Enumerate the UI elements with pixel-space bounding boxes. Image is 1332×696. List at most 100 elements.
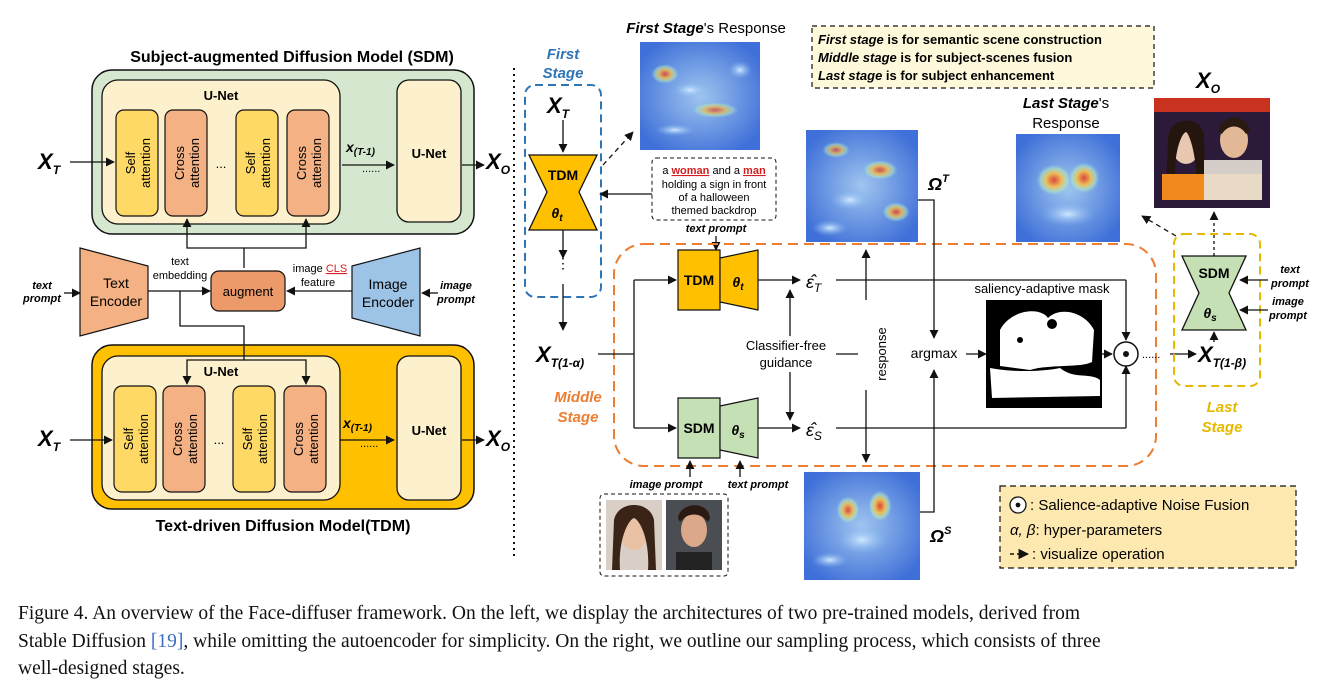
image-cls-feature-label: image CLS feature <box>293 263 347 289</box>
svg-text:Encoder: Encoder <box>90 293 142 309</box>
first-stage-text-prompt: a woman and a man holding a sign in fron… <box>651 157 777 221</box>
classifier-free-guidance: Classifier-free guidance <box>746 338 826 370</box>
svg-text:XT: XT <box>545 93 571 121</box>
first-stage-response-title: First Stage's Response <box>626 20 786 37</box>
svg-text:text: text <box>1280 264 1301 276</box>
svg-text:Middle: Middle <box>554 389 602 406</box>
svg-text:Classifier-free: Classifier-free <box>746 338 826 353</box>
svg-text:First: First <box>547 46 581 63</box>
last-stage-title: Last Stage <box>1202 399 1243 436</box>
svg-text:attention: attention <box>185 414 200 464</box>
svg-text:XT(1-β): XT(1-β) <box>1196 342 1246 370</box>
augment-box: augment <box>210 270 286 312</box>
svg-text:guidance: guidance <box>760 355 813 370</box>
svg-text:attention: attention <box>136 414 151 464</box>
tdm-output-x: XO <box>484 426 511 454</box>
middle-dots: ...... <box>1142 349 1160 361</box>
tdm-self-attention-1: Self attention <box>113 385 157 493</box>
sdm-cross-attention-2: Cross attention <box>286 109 330 217</box>
svg-text:First stage is for semantic sc: First stage is for semantic scene constr… <box>818 32 1102 47</box>
svg-text:Encoder: Encoder <box>362 294 414 310</box>
svg-text:ε̂T: ε̂T <box>806 272 823 295</box>
sdm-cross-attention-1: Cross attention <box>164 109 208 217</box>
svg-text:Last: Last <box>1207 399 1239 416</box>
text-encoder: Text Encoder <box>79 247 149 337</box>
first-stage-heatmap <box>640 42 760 150</box>
tdm-ellipsis: ... <box>214 432 225 447</box>
svg-text:Last stage is for subject enha: Last stage is for subject enhancement <box>818 68 1055 83</box>
svg-text:Cross: Cross <box>172 146 187 180</box>
saliency-mask <box>986 300 1102 408</box>
tdm-unet-inner <box>101 355 341 501</box>
svg-text:a woman and a man: a woman and a man <box>662 165 766 177</box>
fusion-operator <box>1113 341 1139 367</box>
svg-text:holding a sign in front: holding a sign in front <box>662 179 767 191</box>
svg-text:ε̂S: ε̂S <box>806 420 822 443</box>
svg-text:U-Net: U-Net <box>412 423 447 438</box>
first-stage-title: First Stage <box>543 46 584 82</box>
caption-line-1: Figure 4. An overview of the Face-diffus… <box>18 603 1081 624</box>
svg-text:U-Net: U-Net <box>412 146 447 161</box>
svg-text:First Stage's Response: First Stage's Response <box>626 20 786 37</box>
sdm-unet-inner <box>101 79 341 225</box>
caption-line-3: well-designed stages. <box>18 658 185 679</box>
last-stage-sdm: SDM θs <box>1180 255 1248 331</box>
svg-text:Self: Self <box>240 427 255 450</box>
svg-text:Stage: Stage <box>543 65 584 82</box>
svg-text:text prompt: text prompt <box>728 479 790 491</box>
svg-text:prompt: prompt <box>1270 278 1310 290</box>
svg-text:XT: XT <box>36 149 62 177</box>
svg-text:prompt: prompt <box>1268 310 1308 322</box>
svg-text:image prompt: image prompt <box>630 479 704 491</box>
legend-params: α, β: hyper-parameters <box>1010 522 1162 539</box>
last-stage-output-x: XO <box>1194 68 1221 96</box>
svg-text:θs: θs <box>731 422 745 441</box>
svg-text:attention: attention <box>255 414 270 464</box>
svg-text:attention: attention <box>258 138 273 188</box>
tdm-mid-label: x(T-1) ...... <box>342 415 378 450</box>
svg-text:......: ...... <box>360 438 378 450</box>
svg-text:Cross: Cross <box>170 422 185 456</box>
sdm-mid-label: x(T-1) ...... <box>345 139 380 175</box>
citation-link[interactable]: [19] <box>150 630 184 652</box>
omega-s-label: ΩS <box>929 525 952 546</box>
argmax-label: argmax <box>911 345 958 361</box>
legend-vis: : visualize operation <box>1032 546 1165 563</box>
middle-text-prompt-top: text prompt <box>686 223 748 235</box>
svg-text:......: ...... <box>362 163 380 175</box>
svg-text:Cross: Cross <box>291 422 306 456</box>
svg-text:image: image <box>1272 296 1304 308</box>
sdm-ellipsis: ... <box>216 156 227 171</box>
last-stage-image-prompt: image prompt <box>1268 296 1308 322</box>
svg-text:θt: θt <box>732 274 744 293</box>
last-stage-response-title: Last Stage's Response <box>1023 95 1109 132</box>
svg-text:θt: θt <box>551 205 563 224</box>
svg-text:XT: XT <box>36 426 62 454</box>
svg-text:feature: feature <box>301 277 335 289</box>
omega-t-label: ΩT <box>927 173 950 194</box>
tdm-unet-box <box>396 355 462 501</box>
svg-text:θs: θs <box>1203 305 1217 324</box>
svg-text:Response: Response <box>1032 115 1100 132</box>
svg-text:XO: XO <box>1194 68 1221 96</box>
sdm-input-x: XT <box>36 149 62 177</box>
svg-text:XO: XO <box>484 426 511 454</box>
svg-text:Image: Image <box>369 276 408 292</box>
svg-text:attention: attention <box>138 138 153 188</box>
first-stage-box <box>524 84 602 298</box>
legend: : Salience-adaptive Noise Fusion α, β: h… <box>999 485 1297 569</box>
image-encoder: Image Encoder <box>351 247 421 337</box>
middle-stage-title: Middle Stage <box>554 389 602 426</box>
stages-note: First stage is for semantic scene constr… <box>811 25 1155 89</box>
sdm-self-attention-2: Self attention <box>235 109 279 217</box>
middle-text-prompt-label: text prompt <box>728 479 790 491</box>
svg-text:Self: Self <box>243 151 258 174</box>
tdm-input-x: XT <box>36 426 62 454</box>
svg-text:TDM: TDM <box>684 272 714 288</box>
first-stage-vdots: ⋮ <box>556 255 570 271</box>
last-stage-text-prompt: text prompt <box>1270 264 1310 290</box>
svg-text:prompt: prompt <box>436 294 476 306</box>
svg-text:XO: XO <box>484 149 511 177</box>
svg-text:image: image <box>440 280 472 292</box>
svg-text:XT(1-α): XT(1-α) <box>534 342 584 370</box>
